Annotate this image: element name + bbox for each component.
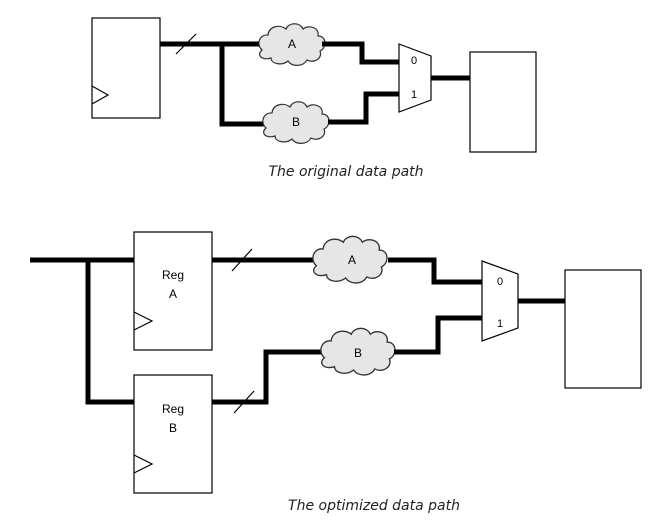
bus-slash-icon: [231, 248, 253, 272]
register-b-label-line1: Reg: [162, 402, 184, 416]
bus-slash-icon: [233, 390, 255, 414]
optimized-data-path: Reg A Reg B A B 0 1 The optimized data p…: [30, 231, 642, 514]
caption-original: The original data path: [268, 164, 423, 180]
clock-marker-icon: [91, 85, 110, 105]
clock-marker-icon: [133, 311, 154, 331]
original-data-path: A B 0 1 The original data path: [91, 17, 537, 180]
multiplexer: [398, 43, 432, 113]
register-a-label-line2: A: [169, 287, 177, 301]
register-a-label-line1: Reg: [162, 268, 184, 282]
branch-wire: [219, 44, 266, 127]
cloud-a-label: A: [288, 37, 296, 51]
bus-slash-icon: [175, 33, 197, 55]
source-register: [91, 17, 161, 119]
register-b-label-line2: B: [169, 421, 177, 435]
register-a: [133, 231, 213, 351]
mux-input-0-label: 0: [411, 55, 417, 67]
destination-block: [469, 51, 537, 153]
cloud-b-label: B: [354, 346, 362, 360]
register-b: [133, 374, 213, 494]
multiplexer: [481, 260, 519, 342]
cloud-a-label: A: [348, 253, 356, 267]
branch-wire: [85, 260, 134, 405]
reg-b-to-cloud-b-wire: [212, 349, 324, 405]
mux-input-1-label: 1: [497, 318, 503, 330]
caption-optimized: The optimized data path: [288, 498, 460, 514]
cloud-a-to-mux-wire: [388, 257, 482, 285]
cloud-b-to-mux-wire: [394, 315, 482, 355]
clock-marker-icon: [133, 454, 154, 474]
cloud-b-to-mux-wire: [328, 91, 399, 125]
destination-block: [564, 269, 642, 389]
cloud-b-label: B: [292, 115, 300, 129]
cloud-a-to-mux-wire: [322, 41, 399, 65]
mux-input-0-label: 0: [497, 276, 503, 288]
mux-input-1-label: 1: [411, 89, 417, 101]
